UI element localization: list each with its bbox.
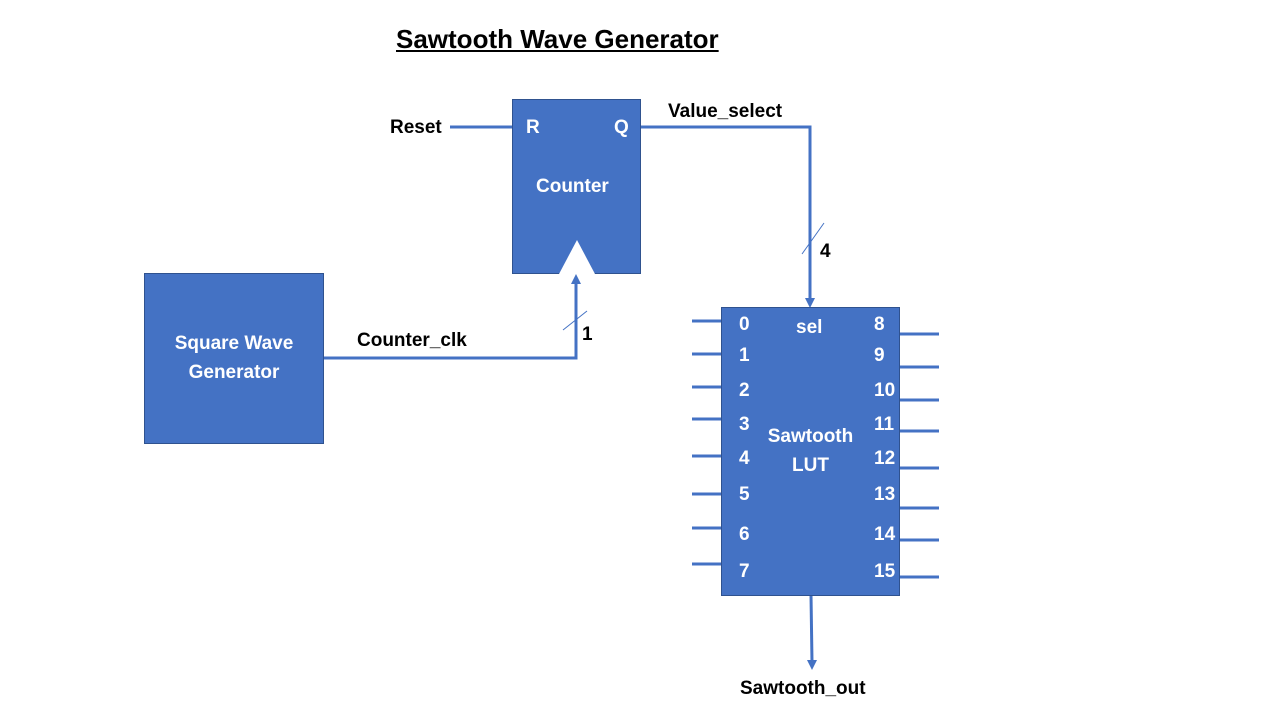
counter-clk-wire [323,283,578,360]
sawtooth-out-signal-label: Sawtooth_out [740,678,866,699]
lut-pin-15: 15 [874,561,896,582]
sawtooth-lut-block[interactable] [721,307,900,596]
value-select-wire [640,125,812,300]
lut-left-pin-wires [692,319,722,566]
output-arrow [807,660,817,670]
counter-reset-pin-label: R [526,117,540,138]
counter-output-pin-label: Q [614,117,629,138]
lut-pin-12: 12 [874,448,896,469]
lut-pin-0: 0 [739,314,750,335]
counter-block[interactable] [512,99,641,274]
lut-pin-3: 3 [739,414,750,435]
lut-pin-9: 9 [874,345,885,366]
reset-signal-label: Reset [390,117,442,138]
lut-pin-6: 6 [739,524,750,545]
lut-pin-4: 4 [739,448,750,469]
counter-clk-signal-label: Counter_clk [357,330,467,351]
lut-right-pin-wires [899,332,939,579]
lut-label-line1: Sawtooth [767,426,854,447]
bus-slash-1 [562,310,588,331]
bus-slash-4 [801,222,825,255]
lut-label-line2: LUT [792,455,829,476]
lut-pin-2: 2 [739,380,750,401]
lut-pin-13: 13 [874,484,896,505]
lut-pin-7: 7 [739,561,750,582]
lut-pin-1: 1 [739,345,750,366]
lut-select-pin-label: sel [796,317,823,338]
value-select-arrow [805,298,815,308]
square-wave-label-line2: Generator [188,362,280,383]
counter-clk-bus-width: 1 [582,324,593,345]
counter-label: Counter [536,176,609,197]
lut-pin-5: 5 [739,484,750,505]
lut-pin-11: 11 [874,414,895,435]
value-select-signal-label: Value_select [668,101,783,122]
lut-pin-8: 8 [874,314,885,335]
clock-triangle-icon [559,240,595,274]
square-wave-label-line1: Square Wave [174,333,294,354]
diagram-title: Sawtooth Wave Generator [396,24,719,54]
square-wave-generator-block[interactable] [144,273,324,444]
lut-pin-10: 10 [874,380,896,401]
output-wire [809,594,814,663]
value-select-bus-width: 4 [820,241,831,262]
counter-clk-arrow [571,274,581,284]
lut-pin-14: 14 [874,524,896,545]
